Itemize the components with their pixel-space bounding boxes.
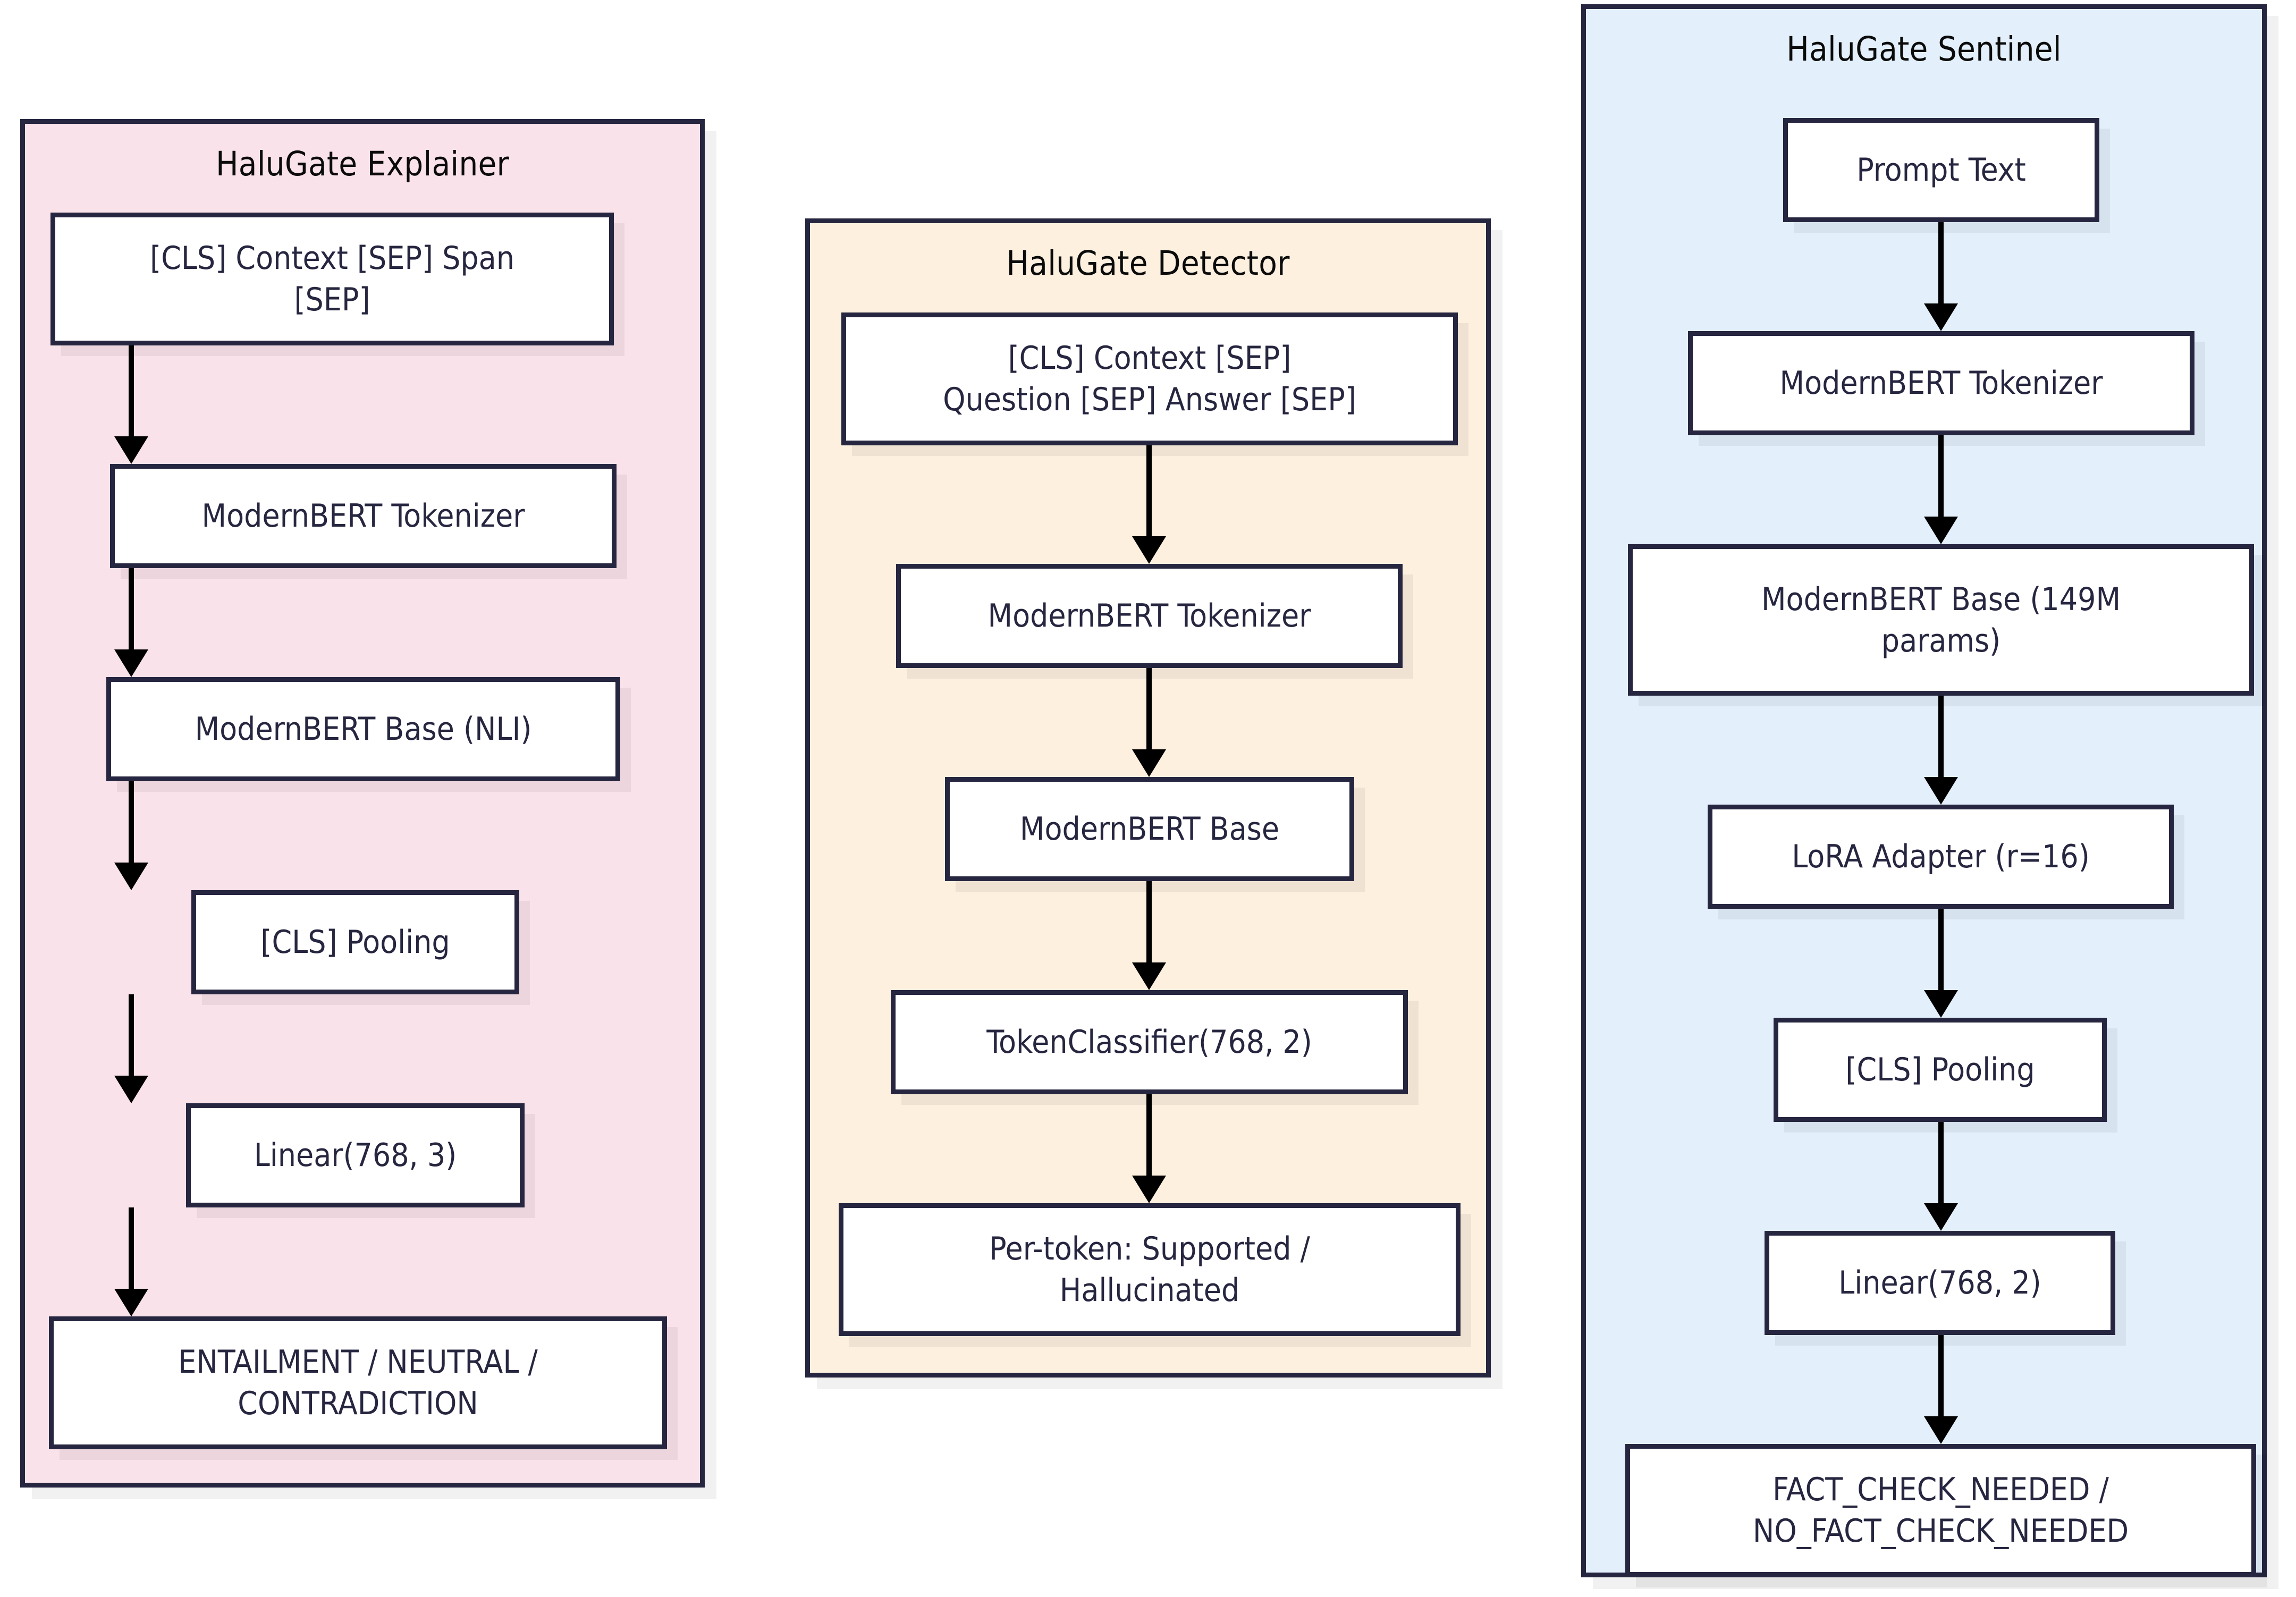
node-sen-lora-label: LoRA Adapter (r=16) xyxy=(1792,838,2090,875)
node-exp-pooling[interactable]: [CLS] Pooling xyxy=(191,890,519,994)
node-exp-linear[interactable]: Linear(768, 3) xyxy=(186,1103,525,1207)
node-exp-base-label: ModernBERT Base (NLI) xyxy=(195,711,532,748)
node-det-input-line-2: Question [SEP] Answer [SEP] xyxy=(943,381,1356,418)
node-det-tokenizer[interactable]: ModernBERT Tokenizer xyxy=(896,564,1403,668)
node-exp-output-line-2: CONTRADICTION xyxy=(238,1385,478,1422)
node-det-output-line-2: Hallucinated xyxy=(1059,1272,1240,1309)
arrow-det-head-to-output xyxy=(1132,1094,1166,1203)
node-sen-output-line-2: NO_FACT_CHECK_NEEDED xyxy=(1752,1512,2129,1550)
node-det-tokenizer-label: ModernBERT Tokenizer xyxy=(987,597,1311,635)
node-sen-base-line-2: params) xyxy=(1881,622,2001,660)
node-sen-input[interactable]: Prompt Text xyxy=(1783,118,2099,222)
node-det-input-line-1: [CLS] Context [SEP] xyxy=(1008,340,1292,377)
arrow-sen-input-to-tokenizer xyxy=(1924,222,1958,331)
node-sen-pooling-label: [CLS] Pooling xyxy=(1845,1051,2035,1088)
node-sen-pooling[interactable]: [CLS] Pooling xyxy=(1774,1018,2107,1122)
cluster-title-explainer: HaluGate Explainer xyxy=(215,145,510,183)
cluster-halugate-explainer: HaluGate Explainer xyxy=(20,119,705,1488)
node-det-base-label: ModernBERT Base xyxy=(1019,810,1280,848)
arrow-sen-base-to-lora xyxy=(1924,696,1958,805)
node-sen-input-label: Prompt Text xyxy=(1856,151,2026,189)
arrow-sen-lora-to-pooling xyxy=(1924,909,1958,1018)
node-sen-linear-label: Linear(768, 2) xyxy=(1838,1264,2041,1302)
cluster-title-sentinel: HaluGate Sentinel xyxy=(1786,30,2062,69)
node-sen-output-line-1: FACT_CHECK_NEEDED / xyxy=(1772,1471,2109,1508)
node-exp-input-line-1: [CLS] Context [SEP] Span xyxy=(150,240,514,277)
node-sen-lora[interactable]: LoRA Adapter (r=16) xyxy=(1708,805,2174,909)
arrow-det-base-to-head xyxy=(1132,881,1166,990)
arrow-sen-pooling-to-linear xyxy=(1924,1122,1958,1231)
node-sen-tokenizer[interactable]: ModernBERT Tokenizer xyxy=(1688,331,2194,435)
node-det-head-label: TokenClassifier(768, 2) xyxy=(986,1024,1312,1061)
cluster-title-detector: HaluGate Detector xyxy=(1006,244,1290,283)
node-det-head[interactable]: TokenClassifier(768, 2) xyxy=(891,990,1408,1094)
node-exp-tokenizer-label: ModernBERT Tokenizer xyxy=(201,497,525,535)
arrow-sen-linear-to-output xyxy=(1924,1335,1958,1444)
node-det-input[interactable]: [CLS] Context [SEP] Question [SEP] Answe… xyxy=(841,312,1458,445)
arrow-exp-pooling-to-linear xyxy=(114,994,148,1103)
node-exp-base[interactable]: ModernBERT Base (NLI) xyxy=(106,677,620,781)
node-exp-tokenizer[interactable]: ModernBERT Tokenizer xyxy=(110,464,617,568)
arrow-exp-base-to-pooling xyxy=(114,781,148,890)
arrow-exp-tokenizer-to-base xyxy=(114,568,148,677)
node-det-output-line-1: Per-token: Supported / xyxy=(989,1230,1310,1268)
arrow-det-input-to-tokenizer xyxy=(1132,445,1166,564)
node-sen-linear[interactable]: Linear(768, 2) xyxy=(1765,1231,2115,1335)
node-det-base[interactable]: ModernBERT Base xyxy=(945,777,1354,881)
arrow-exp-linear-to-output xyxy=(114,1207,148,1316)
arrow-sen-tokenizer-to-base xyxy=(1924,435,1958,544)
arrow-exp-input-to-tokenizer xyxy=(114,345,148,464)
node-exp-pooling-label: [CLS] Pooling xyxy=(260,924,450,961)
node-exp-input-line-2: [SEP] xyxy=(294,281,370,318)
node-sen-base-line-1: ModernBERT Base (149M xyxy=(1761,580,2121,618)
node-sen-base[interactable]: ModernBERT Base (149M params) xyxy=(1628,544,2254,696)
node-det-output[interactable]: Per-token: Supported / Hallucinated xyxy=(839,1203,1461,1336)
node-exp-input[interactable]: [CLS] Context [SEP] Span [SEP] xyxy=(50,213,614,345)
arrow-det-tokenizer-to-base xyxy=(1132,668,1166,777)
node-exp-output[interactable]: ENTAILMENT / NEUTRAL / CONTRADICTION xyxy=(49,1316,667,1449)
node-exp-output-line-1: ENTAILMENT / NEUTRAL / xyxy=(178,1343,538,1381)
node-sen-tokenizer-label: ModernBERT Tokenizer xyxy=(1779,365,2103,402)
node-sen-output[interactable]: FACT_CHECK_NEEDED / NO_FACT_CHECK_NEEDED xyxy=(1625,1444,2256,1577)
node-exp-linear-label: Linear(768, 3) xyxy=(254,1137,457,1174)
